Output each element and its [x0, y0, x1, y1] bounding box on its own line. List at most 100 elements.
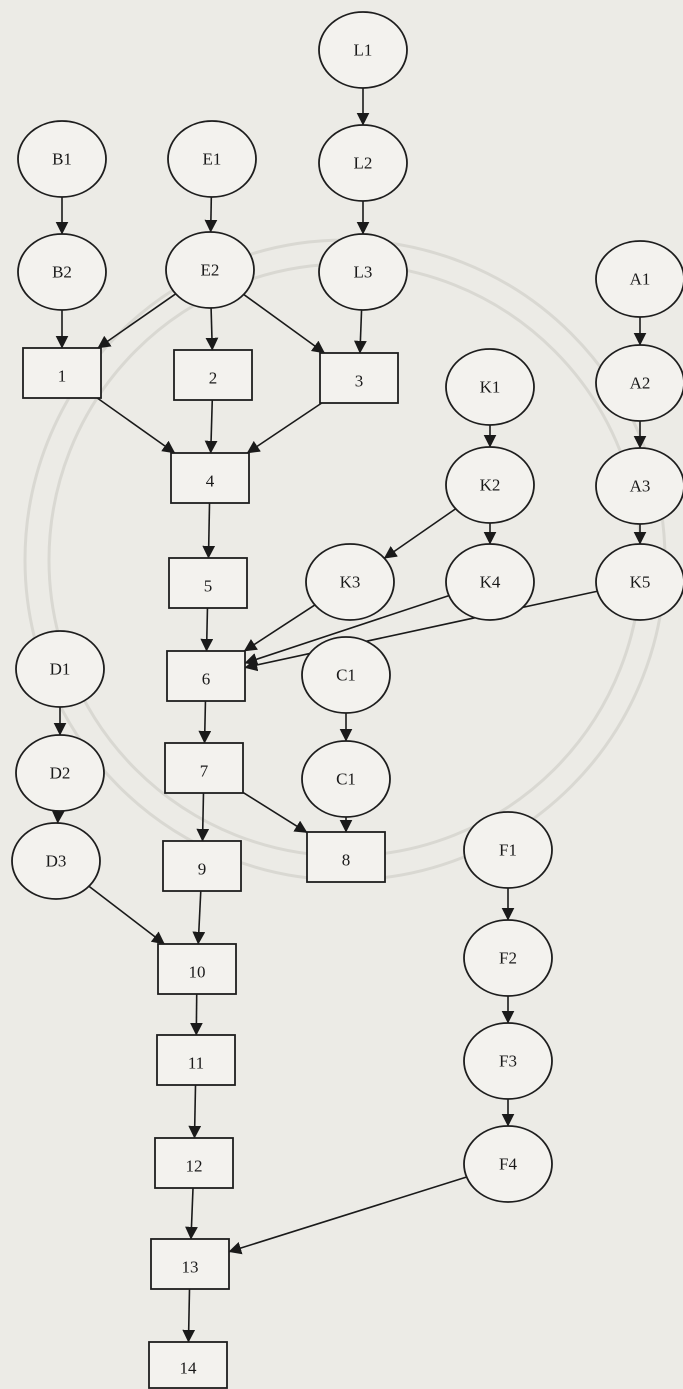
node-s3: 3 [320, 353, 398, 403]
node-f1: F1 [464, 812, 552, 888]
edge-s7-to-s9 [203, 793, 204, 841]
node-label: 9 [198, 860, 207, 879]
edge-d2-to-d3 [58, 811, 59, 823]
node-label: 8 [342, 851, 351, 870]
edge-s11-to-s12 [194, 1085, 195, 1138]
node-f2: F2 [464, 920, 552, 996]
node-e2: E2 [166, 232, 254, 308]
node-label: F4 [499, 1155, 517, 1174]
node-label: K3 [340, 573, 361, 592]
node-s4: 4 [171, 453, 249, 503]
node-label: B2 [52, 263, 72, 282]
node-s14: 14 [149, 1342, 227, 1388]
node-d1: D1 [16, 631, 104, 707]
node-label: D1 [50, 660, 71, 679]
node-label: F2 [499, 949, 517, 968]
node-s10: 10 [158, 944, 236, 994]
node-label: A3 [630, 477, 651, 496]
node-label: C1 [336, 666, 356, 685]
node-label: 13 [182, 1258, 199, 1277]
node-l2: L2 [319, 125, 407, 201]
node-label: C1 [336, 770, 356, 789]
node-label: 12 [186, 1157, 203, 1176]
node-label: L3 [354, 263, 373, 282]
node-label: F1 [499, 841, 517, 860]
node-label: D3 [46, 852, 67, 871]
edge-s9-to-s10 [198, 891, 201, 944]
edge-f4-to-s13 [229, 1177, 467, 1252]
edge-s13-to-s14 [188, 1289, 189, 1342]
node-k5: K5 [596, 544, 683, 620]
node-d2: D2 [16, 735, 104, 811]
node-label: 1 [58, 367, 67, 386]
edge-s6-to-s7 [205, 701, 206, 743]
edge-s3-to-s4 [247, 403, 322, 453]
node-b1: B1 [18, 121, 106, 197]
node-label: 7 [200, 762, 209, 781]
edge-e2-to-s1 [98, 294, 176, 348]
node-label: 11 [188, 1054, 204, 1073]
node-label: 4 [206, 472, 215, 491]
node-s8: 8 [307, 832, 385, 882]
node-label: 10 [189, 963, 206, 982]
node-label: A2 [630, 374, 651, 393]
node-label: D2 [50, 764, 71, 783]
node-label: F3 [499, 1052, 517, 1071]
node-e1: E1 [168, 121, 256, 197]
edge-s5-to-s6 [207, 608, 208, 651]
node-label: K2 [480, 476, 501, 495]
node-s6: 6 [167, 651, 245, 701]
node-s1: 1 [23, 348, 101, 398]
node-label: K1 [480, 378, 501, 397]
node-a1: A1 [596, 241, 683, 317]
node-label: 6 [202, 670, 211, 689]
node-k1: K1 [446, 349, 534, 425]
node-label: 5 [204, 577, 213, 596]
node-c1b: C1 [302, 741, 390, 817]
node-label: L1 [354, 41, 373, 60]
node-a3: A3 [596, 448, 683, 524]
node-k3: K3 [306, 544, 394, 620]
node-c1a: C1 [302, 637, 390, 713]
node-k4: K4 [446, 544, 534, 620]
edge-e1-to-e2 [211, 197, 212, 232]
node-l3: L3 [319, 234, 407, 310]
node-label: K5 [630, 573, 651, 592]
node-s5: 5 [169, 558, 247, 608]
node-s2: 2 [174, 350, 252, 400]
node-s11: 11 [157, 1035, 235, 1085]
edge-e2-to-s2 [211, 308, 212, 350]
node-label: L2 [354, 154, 373, 173]
node-label: 3 [355, 372, 364, 391]
node-l1: L1 [319, 12, 407, 88]
node-f4: F4 [464, 1126, 552, 1202]
edge-k5-to-s6 [245, 591, 597, 667]
edge-s2-to-s4 [211, 400, 213, 453]
node-label: 14 [180, 1359, 198, 1378]
node-label: A1 [630, 270, 651, 289]
edge-k2-to-k3 [384, 509, 455, 558]
edge-s12-to-s13 [191, 1188, 193, 1239]
edge-s1-to-s4 [97, 398, 175, 453]
node-b2: B2 [18, 234, 106, 310]
node-label: K4 [480, 573, 501, 592]
node-d3: D3 [12, 823, 100, 899]
edge-e2-to-s3 [244, 294, 325, 353]
edge-s4-to-s5 [208, 503, 209, 558]
node-a2: A2 [596, 345, 683, 421]
node-s13: 13 [151, 1239, 229, 1289]
node-f3: F3 [464, 1023, 552, 1099]
node-s9: 9 [163, 841, 241, 891]
edge-l3-to-s3 [360, 310, 362, 353]
node-label: E1 [203, 150, 222, 169]
node-s12: 12 [155, 1138, 233, 1188]
node-s7: 7 [165, 743, 243, 793]
edge-d3-to-s10 [89, 886, 164, 944]
node-label: E2 [201, 261, 220, 280]
node-label: B1 [52, 150, 72, 169]
node-k2: K2 [446, 447, 534, 523]
node-label: 2 [209, 369, 218, 388]
edge-s7-to-s8 [243, 792, 307, 832]
